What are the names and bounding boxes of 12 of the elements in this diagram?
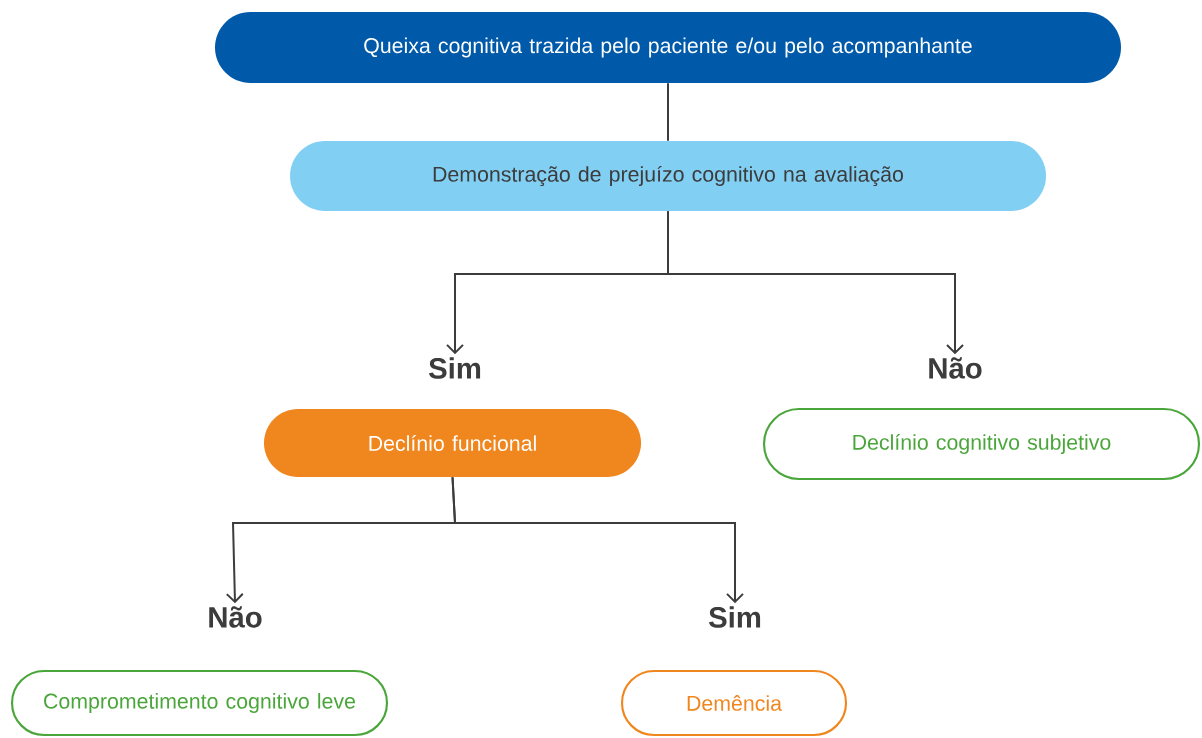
answer-label: Sim xyxy=(708,606,761,628)
outcome-box: Demência xyxy=(620,669,848,737)
answer-label: Não xyxy=(929,357,982,379)
arrow xyxy=(667,210,964,355)
process-box: Demonstração de prejuízo cognitivo na avaliação xyxy=(290,141,1046,211)
process-box: Declínio funcional xyxy=(264,409,642,477)
outcome-box: Comprometimento cognitivo leve xyxy=(11,669,389,737)
arrow xyxy=(451,476,744,604)
answer-label: Não xyxy=(209,606,262,628)
answer-label: Sim xyxy=(428,357,481,379)
outcome-box: Declínio cognitivo subjetivo xyxy=(762,407,1201,481)
process-box: Queixa cognitiva trazida pelo paciente e/ou pelo acompanhante xyxy=(215,12,1121,83)
